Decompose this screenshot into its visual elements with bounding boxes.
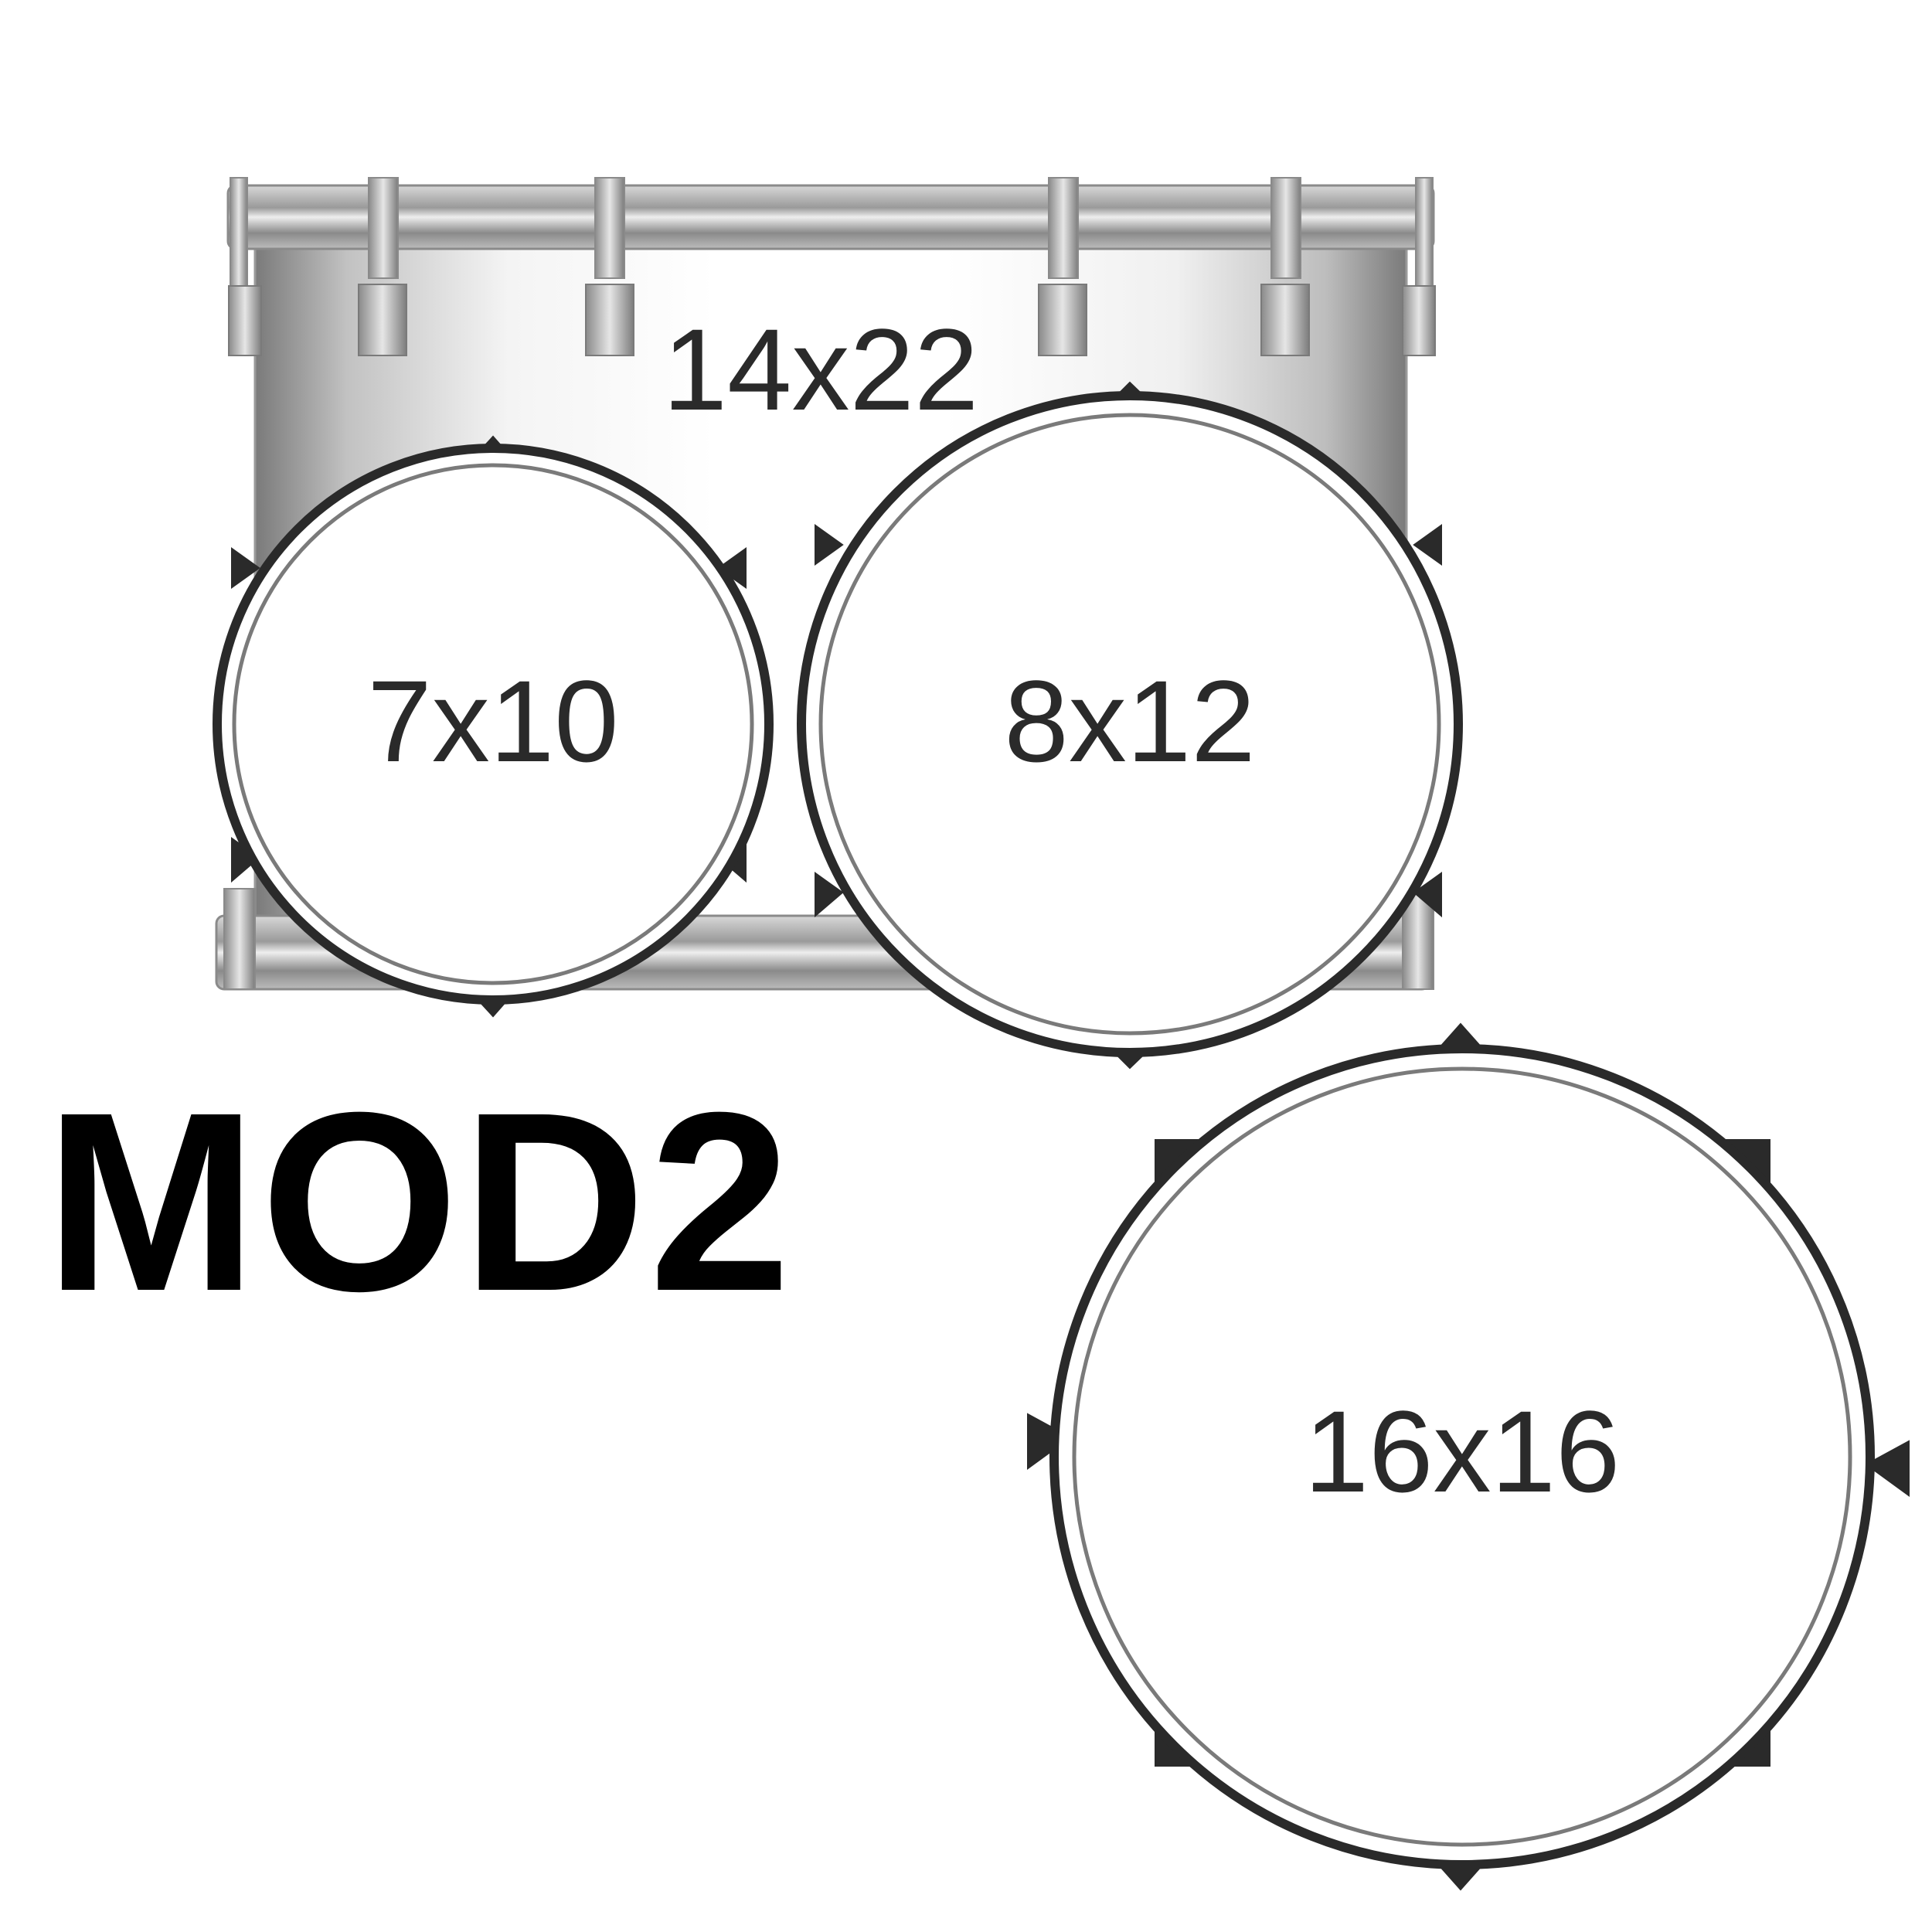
tom-8x12-head xyxy=(818,413,1441,1036)
floor-tom-16x16: 16x16 xyxy=(1027,1022,1910,1891)
tension-rod xyxy=(1038,177,1087,356)
tom-7x10: 7x10 xyxy=(213,435,774,1018)
tom-8x12: 8x12 xyxy=(797,381,1463,1070)
tom-7x10-head xyxy=(232,463,754,985)
tension-rod xyxy=(1260,177,1310,356)
bass-drum-top-hoop xyxy=(226,184,1435,250)
floor-tom-16x16-head xyxy=(1072,1066,1852,1847)
tension-rod xyxy=(585,177,634,356)
tension-rod xyxy=(1402,177,1436,356)
tom-8x12-label: 8x12 xyxy=(1004,656,1255,786)
tension-rod xyxy=(358,177,407,356)
bass-drum-tension-rods xyxy=(228,177,1436,356)
floor-tom-16x16-label: 16x16 xyxy=(1304,1386,1621,1516)
bass-drum-label: 14x22 xyxy=(663,304,979,434)
model-title: MOD2 xyxy=(45,1059,794,1344)
tension-rod xyxy=(228,177,262,356)
tom-7x10-label: 7x10 xyxy=(367,656,618,786)
